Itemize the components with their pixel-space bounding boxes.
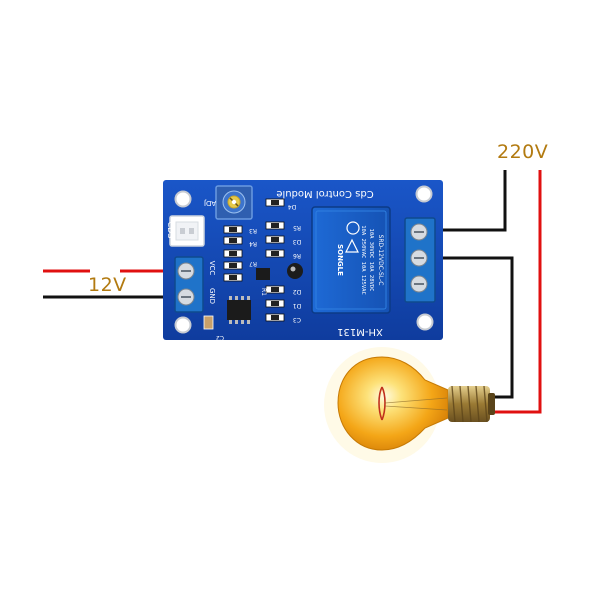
capacitor-c2 [203, 315, 214, 330]
relay-rating-1: 10A 250VAC 10A 125VAC [360, 225, 366, 295]
silk-d2: D2 [293, 288, 302, 295]
potentiometer-icon [215, 185, 253, 220]
voltage-label-12v: 12V [88, 274, 127, 296]
relay-brand: SONGLE [336, 244, 344, 276]
mounting-hole [416, 313, 434, 331]
ic-chip-icon [227, 296, 251, 324]
silk-cds: CDS [166, 222, 175, 239]
relay-icon [311, 206, 391, 314]
silk-r4: R4 [249, 240, 257, 247]
silk-model: XH-M131 [337, 326, 383, 337]
wire-220v-black-top [437, 170, 507, 232]
photoresistor-socket [169, 215, 205, 247]
silk-gnd: GND [208, 288, 216, 304]
silk-c3: C3 [293, 316, 301, 323]
silk-c2: C2 [216, 334, 224, 341]
relay-rating-2: 10A 30VDC 10A 28VDC [368, 229, 374, 292]
silk-adj: ADJ [204, 199, 216, 207]
smd-components-middle [265, 198, 285, 322]
silk-r7: R7 [249, 260, 257, 267]
silk-r1: R1 [260, 288, 267, 296]
mounting-hole [174, 316, 192, 334]
silk-r6: R6 [293, 252, 301, 259]
silk-d1: D1 [293, 302, 302, 309]
smd-components-left [223, 225, 243, 282]
mounting-hole [174, 190, 192, 208]
silk-r3: R3 [249, 227, 257, 234]
wire-220v-red [493, 170, 542, 414]
screw-terminal-input [174, 256, 204, 313]
silk-d3: D3 [293, 238, 302, 245]
silk-r5: R5 [293, 224, 301, 231]
transistor-icon [256, 263, 303, 280]
wire-220v-black-bottom [437, 256, 514, 399]
voltage-label-220v: 220V [497, 141, 549, 163]
light-bulb-icon [324, 347, 495, 463]
mounting-hole [415, 185, 433, 203]
relay-part: SRD-12VDC-SL-C [377, 235, 384, 286]
silk-title: Cds Control Module [276, 188, 373, 199]
screw-terminal-output [404, 217, 436, 303]
wires-220v [437, 170, 542, 414]
silk-vcc: VCC [208, 261, 216, 276]
relay-module-board: CDS ADJ Cds Control Module R3 R4 R7 [163, 180, 443, 341]
silk-d4: D4 [288, 203, 297, 210]
